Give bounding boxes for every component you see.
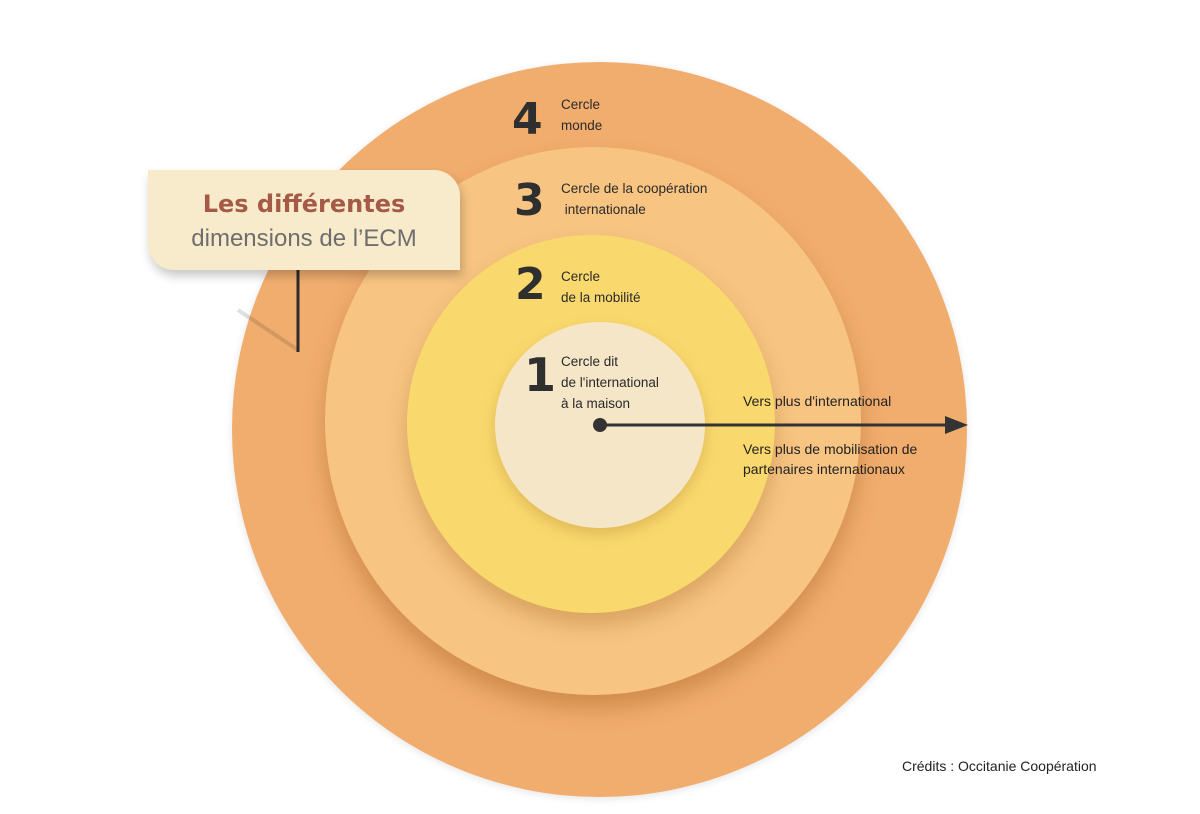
title-line-2: dimensions de l’ECM bbox=[191, 225, 417, 252]
circle-2-label-line: de la mobilité bbox=[561, 290, 641, 305]
circle-4-label-line: monde bbox=[561, 118, 603, 133]
arrow-label-above: Vers plus d'international bbox=[743, 391, 891, 411]
arrow-label-below-line: Vers plus de mobilisation de bbox=[743, 441, 918, 457]
title-box: Les différentes dimensions de l’ECM bbox=[148, 170, 460, 270]
circle-1-label: Cercle dit de l'international à la maiso… bbox=[561, 351, 659, 414]
circle-3-number: 3 bbox=[514, 175, 545, 226]
circle-2-label: Cercle de la mobilité bbox=[561, 266, 641, 308]
circle-3-label-line: internationale bbox=[561, 202, 646, 217]
title-line-1: Les différentes bbox=[202, 190, 406, 218]
circle-1-label-line: à la maison bbox=[561, 396, 631, 411]
circle-2-label-line: Cercle bbox=[561, 269, 601, 284]
arrow-label-above-text: Vers plus d'international bbox=[743, 393, 892, 409]
circle-1-number: 1 bbox=[524, 348, 557, 402]
credits-text: Crédits : Occitanie Coopération bbox=[902, 758, 1097, 774]
circle-3-label: Cercle de la coopération internationale bbox=[561, 178, 707, 220]
circle-4-label: Cercle monde bbox=[561, 94, 602, 136]
circle-3-label-line: Cercle de la coopération bbox=[561, 181, 708, 196]
circle-1-label-line: de l'international bbox=[561, 375, 659, 390]
circle-4-label-line: Cercle bbox=[561, 97, 601, 112]
arrow-label-below-line: partenaires internationaux bbox=[743, 461, 905, 477]
arrow-label-below: Vers plus de mobilisation de partenaires… bbox=[743, 439, 917, 479]
circle-2-number: 2 bbox=[515, 259, 546, 310]
circle-1-label-line: Cercle dit bbox=[561, 354, 619, 369]
circle-4-number: 4 bbox=[512, 94, 543, 145]
